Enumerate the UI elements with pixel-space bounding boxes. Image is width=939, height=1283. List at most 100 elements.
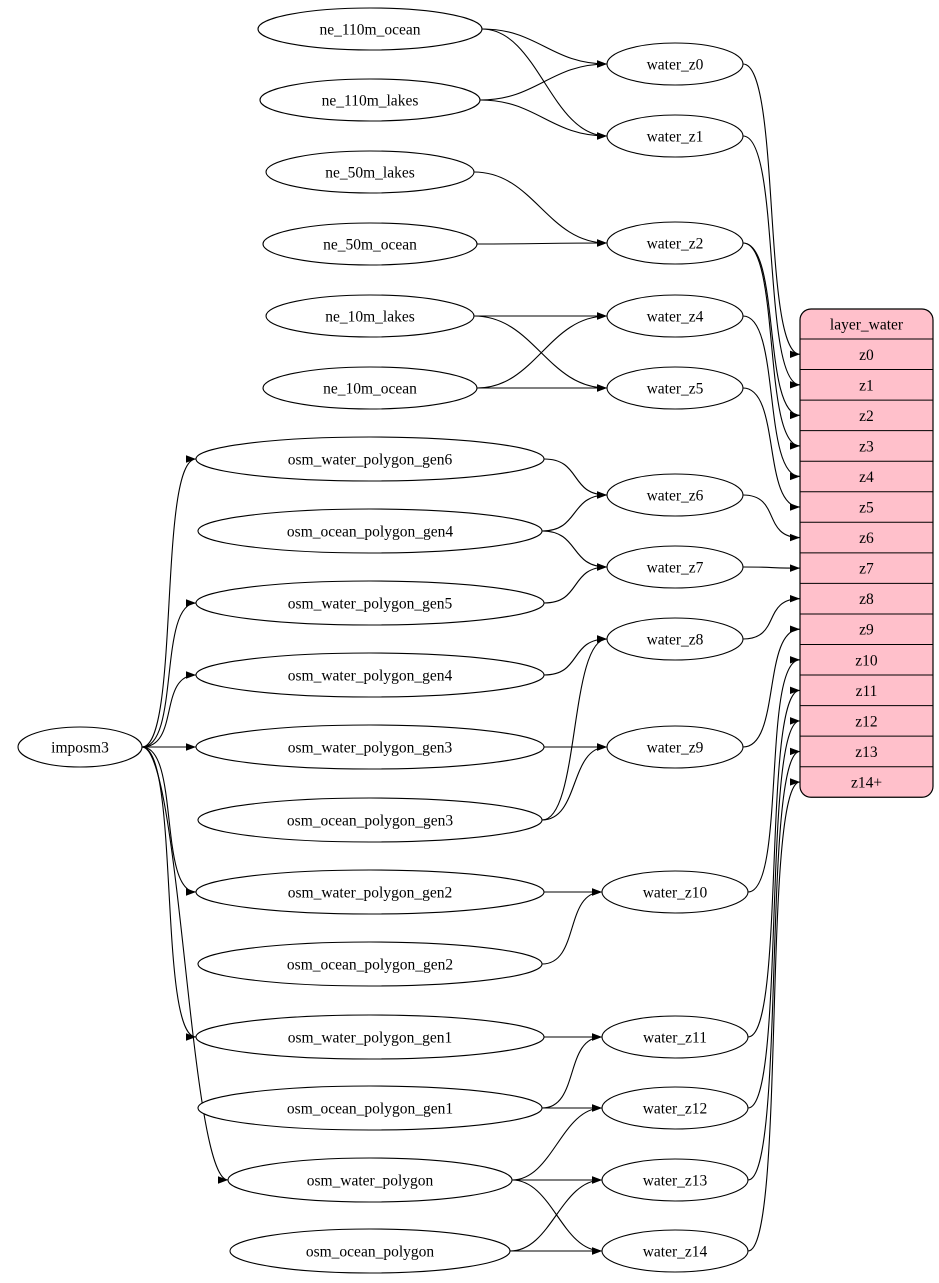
table-row-z9: z9 (859, 622, 874, 639)
edge-ne_10m_ocean-to-water_z4 (476, 312, 608, 389)
table-row-z10: z10 (855, 652, 878, 669)
node-water_z1: water_z1 (606, 114, 744, 158)
table-row-z8: z8 (859, 591, 874, 608)
node-label-osm_water_polygon: osm_water_polygon (307, 1173, 434, 1190)
node-label-osm_water_polygon_gen4: osm_water_polygon_gen4 (288, 668, 453, 685)
node-label-ne_50m_lakes: ne_50m_lakes (325, 165, 415, 182)
edge-water_z10-to-z10 (747, 656, 801, 893)
edge-osm_water_polygon_gen6-to-water_z6 (543, 458, 608, 499)
node-label-ne_10m_lakes: ne_10m_lakes (325, 309, 415, 326)
node-osm_ocean_polygon: osm_ocean_polygon (229, 1228, 511, 1274)
node-label-water_z1: water_z1 (647, 129, 704, 146)
node-label-ne_110m_lakes: ne_110m_lakes (322, 93, 419, 110)
edge-water_z7-to-z7 (742, 564, 801, 572)
node-water_z14: water_z14 (601, 1229, 749, 1273)
table-row-z7: z7 (859, 561, 874, 578)
node-ne_50m_lakes: ne_50m_lakes (265, 150, 475, 194)
node-osm_water_polygon_gen4: osm_water_polygon_gen4 (195, 652, 545, 698)
node-label-water_z4: water_z4 (647, 309, 704, 326)
table-row-z1: z1 (859, 377, 874, 394)
node-water_z4: water_z4 (606, 294, 744, 338)
edge-imposm3-to-osm_water_polygon_gen2 (141, 746, 197, 896)
node-osm_ocean_polygon_gen1: osm_ocean_polygon_gen1 (197, 1085, 543, 1131)
edges-layer (141, 28, 801, 1255)
edge-water_z9-to-z9 (742, 625, 801, 748)
node-label-water_z6: water_z6 (647, 488, 704, 505)
node-ne_110m_lakes: ne_110m_lakes (259, 78, 481, 122)
node-osm_water_polygon_gen6: osm_water_polygon_gen6 (195, 436, 545, 482)
edge-imposm3-to-osm_water_polygon_gen5 (141, 599, 197, 748)
edge-water_z1-to-z1 (742, 135, 801, 389)
edge-water_z2-to-z3 (742, 242, 801, 450)
node-label-ne_10m_ocean: ne_10m_ocean (323, 381, 417, 398)
edge-imposm3-to-osm_water_polygon_gen1 (141, 746, 197, 1041)
node-water_z2: water_z2 (606, 221, 744, 265)
node-label-water_z9: water_z9 (647, 740, 704, 757)
node-osm_ocean_polygon_gen4: osm_ocean_polygon_gen4 (197, 508, 543, 554)
node-label-water_z14: water_z14 (643, 1244, 708, 1261)
node-label-water_z11: water_z11 (643, 1030, 707, 1047)
edge-water_z14-to-z14+ (747, 778, 801, 1252)
node-osm_water_polygon_gen3: osm_water_polygon_gen3 (195, 724, 545, 770)
edge-osm_ocean_polygon_gen1-to-water_z11 (541, 1033, 603, 1109)
edge-osm_ocean_polygon_gen2-to-water_z10 (541, 888, 603, 965)
node-imposm3: imposm3 (17, 726, 143, 768)
node-label-ne_50m_ocean: ne_50m_ocean (323, 237, 417, 254)
edge-osm_ocean_polygon_gen4-to-water_z6 (541, 491, 608, 532)
nodes-layer: imposm3 ne_110m_ocean ne_110m_lakes ne_50m_… (17, 7, 934, 1274)
edge-osm_ocean_polygon-to-water_z13 (509, 1176, 603, 1252)
table-row-z0: z0 (859, 347, 874, 364)
edge-osm_ocean_polygon_gen3-to-water_z8 (541, 635, 608, 821)
node-ne_110m_ocean: ne_110m_ocean (257, 7, 483, 51)
table-row-z5: z5 (859, 500, 874, 517)
table-row-z6: z6 (859, 530, 874, 547)
edge-water_z12-to-z12 (747, 717, 801, 1109)
node-ne_10m_ocean: ne_10m_ocean (262, 366, 478, 410)
edge-water_z6-to-z6 (742, 494, 801, 542)
edge-osm_water_polygon_gen5-to-water_z7 (543, 563, 608, 604)
table-layer_water: layer_waterz0z1z2z3z4z5z6z7z8z9z10z11z12… (799, 308, 934, 798)
table-row-z3: z3 (859, 438, 874, 455)
edge-ne_50m_ocean-to-water_z2 (476, 239, 608, 247)
node-label-water_z0: water_z0 (647, 57, 704, 74)
node-label-water_z10: water_z10 (643, 885, 708, 902)
edge-osm_water_polygon_gen4-to-water_z8 (543, 635, 608, 676)
node-osm_water_polygon_gen1: osm_water_polygon_gen1 (195, 1014, 545, 1060)
edge-water_z11-to-z11 (747, 686, 801, 1038)
node-water_z6: water_z6 (606, 473, 744, 517)
edge-water_z4-to-z4 (742, 315, 801, 481)
node-water_z0: water_z0 (606, 42, 744, 86)
node-osm_ocean_polygon_gen2: osm_ocean_polygon_gen2 (197, 941, 543, 987)
node-label-water_z7: water_z7 (647, 560, 704, 577)
node-label-water_z5: water_z5 (647, 381, 704, 398)
node-label-osm_water_polygon_gen2: osm_water_polygon_gen2 (288, 885, 452, 902)
table-row-z11: z11 (856, 683, 878, 700)
node-osm_water_polygon: osm_water_polygon (227, 1157, 513, 1203)
node-water_z12: water_z12 (601, 1086, 749, 1130)
edge-ne_110m_lakes-to-water_z0 (479, 60, 608, 101)
edge-ne_50m_lakes-to-water_z2 (473, 171, 608, 247)
node-label-water_z2: water_z2 (647, 236, 704, 253)
edge-imposm3-to-osm_water_polygon (141, 746, 229, 1184)
edge-ne_110m_ocean-to-water_z1 (481, 28, 608, 140)
edge-water_z13-to-z13 (747, 747, 801, 1181)
node-label-osm_water_polygon_gen6: osm_water_polygon_gen6 (288, 452, 453, 469)
edge-imposm3-to-osm_water_polygon_gen4 (141, 671, 197, 748)
node-label-imposm3: imposm3 (51, 740, 109, 757)
node-label-water_z8: water_z8 (647, 632, 704, 649)
node-label-osm_water_polygon_gen3: osm_water_polygon_gen3 (288, 740, 453, 757)
table-title: layer_water (830, 317, 904, 334)
node-label-osm_ocean_polygon_gen4: osm_ocean_polygon_gen4 (287, 524, 453, 541)
node-label-osm_ocean_polygon_gen2: osm_ocean_polygon_gen2 (287, 957, 453, 974)
node-label-osm_ocean_polygon_gen1: osm_ocean_polygon_gen1 (287, 1101, 453, 1118)
edge-osm_ocean_polygon_gen4-to-water_z7 (541, 530, 608, 571)
node-water_z11: water_z11 (601, 1015, 749, 1059)
table-row-z13: z13 (855, 744, 878, 761)
node-water_z7: water_z7 (606, 545, 744, 589)
table-row-z4: z4 (859, 469, 874, 486)
node-water_z8: water_z8 (606, 617, 744, 661)
table-row-z2: z2 (859, 408, 874, 425)
node-label-osm_ocean_polygon: osm_ocean_polygon (306, 1244, 435, 1261)
node-ne_10m_lakes: ne_10m_lakes (265, 294, 475, 338)
